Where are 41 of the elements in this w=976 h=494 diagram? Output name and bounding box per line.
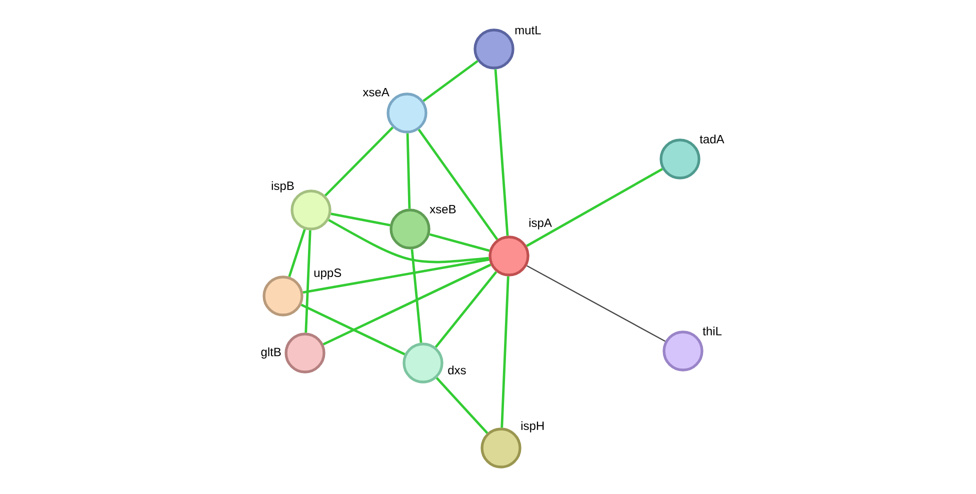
node-label: thiL <box>702 326 722 336</box>
node-label: uppS <box>314 268 342 280</box>
protein-node: dxs <box>402 342 466 384</box>
protein-node: xseB <box>390 205 456 250</box>
protein-node: mutL <box>474 26 541 70</box>
interaction-line <box>302 258 490 294</box>
interaction-line <box>300 304 406 356</box>
protein-node: gltB <box>261 332 326 374</box>
node-label: dxs <box>448 366 466 374</box>
interaction-line <box>406 133 411 209</box>
protein-node: xseA <box>362 88 428 134</box>
node-label: mutL <box>515 26 541 34</box>
node-label: ispB <box>272 181 294 192</box>
interaction-line <box>436 377 488 434</box>
interaction-line <box>328 218 489 264</box>
protein-node: tadA <box>660 134 724 180</box>
protein-node: ispB <box>272 181 332 230</box>
protein-node: ispA <box>488 218 552 276</box>
node-label: ispA <box>529 218 552 230</box>
interaction-line <box>322 264 492 346</box>
interaction-line <box>330 212 390 226</box>
node-label: xseA <box>362 88 390 96</box>
node-label: xseB <box>430 205 456 214</box>
node-label: tadA <box>700 134 724 144</box>
interaction-line <box>418 128 498 240</box>
interaction-line <box>288 228 306 278</box>
interaction-line <box>410 249 422 343</box>
interaction-line <box>324 126 394 196</box>
interaction-line <box>526 168 663 248</box>
interaction-line <box>434 271 498 348</box>
node-label: gltB <box>261 347 281 359</box>
protein-node: uppS <box>262 268 342 316</box>
interaction-line <box>429 233 490 252</box>
interaction-line <box>422 60 478 102</box>
interaction-line <box>494 69 509 236</box>
protein-node: ispH <box>480 421 544 468</box>
interaction-line <box>500 276 510 428</box>
node-label: ispH <box>521 421 544 432</box>
protein-node: thiL <box>662 326 722 372</box>
interaction-line <box>526 265 666 342</box>
interaction-line <box>304 230 312 333</box>
